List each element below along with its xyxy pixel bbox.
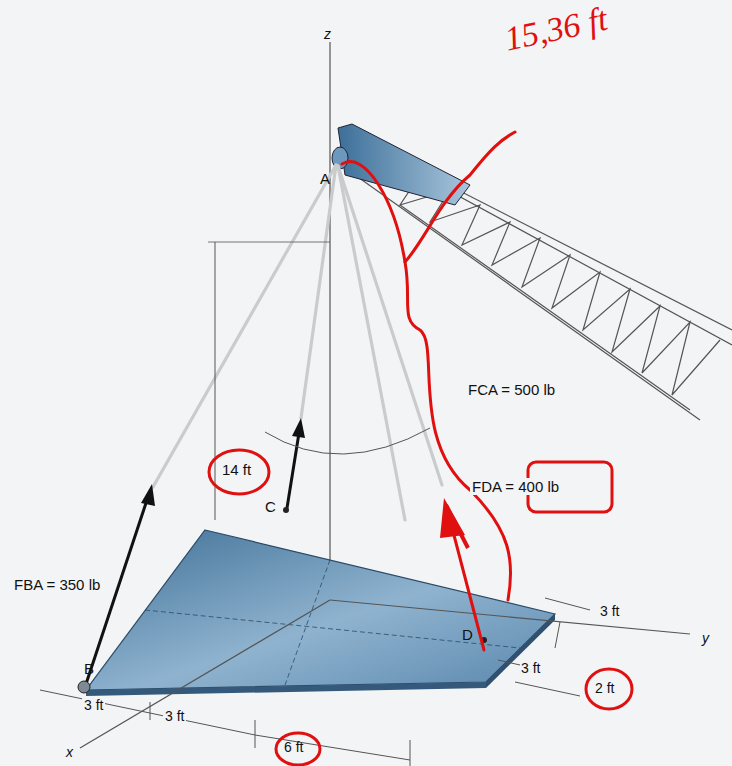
- dimension-label: y: [702, 630, 709, 646]
- dimension-label: 3 ft: [600, 603, 619, 619]
- dimension-label: A: [320, 170, 330, 187]
- dimension-label: B: [84, 660, 94, 677]
- dimension-label: FCA = 500 lb: [466, 381, 557, 398]
- dimension-label: C: [265, 498, 276, 515]
- dimension-label: D: [462, 626, 473, 643]
- dimension-label: x: [66, 744, 73, 760]
- dimension-label: 14 ft: [222, 461, 251, 478]
- dimension-label: 6 ft: [284, 739, 303, 755]
- handwritten-note: 15,36 ft: [501, 0, 611, 59]
- dimension-label: FBA = 350 lb: [14, 576, 100, 593]
- dimension-label: 3 ft: [82, 697, 105, 713]
- dimension-label: FDA = 400 lb: [470, 478, 561, 495]
- dimension-label: 3 ft: [521, 660, 540, 676]
- dimension-label: 3 ft: [163, 708, 186, 724]
- dimension-label: z: [324, 26, 331, 42]
- dimension-label: 2 ft: [595, 680, 614, 696]
